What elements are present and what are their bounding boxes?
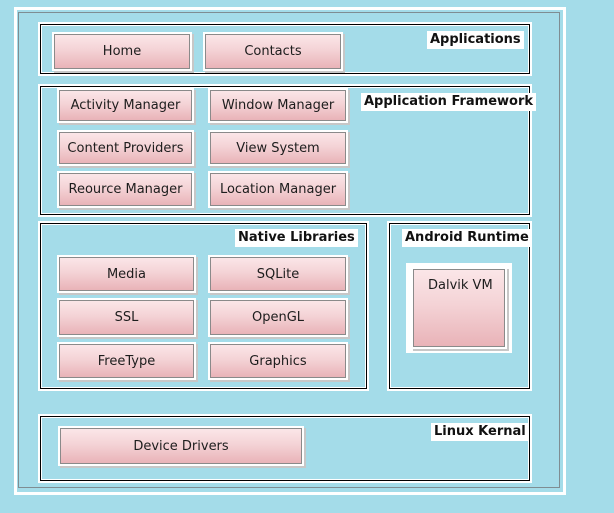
linux-kernel-label: Linux Kernal [431,423,529,441]
location-manager-box: Location Manager [210,173,346,206]
home-box: Home [54,34,190,69]
sqlite-box: SQLite [210,257,346,291]
view-system-box: View System [210,132,346,164]
ssl-box: SSL [59,300,194,335]
device-drivers-box: Device Drivers [60,428,302,464]
window-manager-box: Window Manager [210,90,346,121]
opengl-box: OpenGL [210,300,346,335]
native-libraries-label: Native Libraries [235,229,358,247]
contacts-box: Contacts [205,34,341,69]
application-framework-label: Application Framework [361,93,537,111]
outer-frame-outline [18,12,560,488]
content-providers-box: Content Providers [59,132,192,164]
resource-manager-box: Reource Manager [59,173,192,206]
graphics-box: Graphics [210,344,346,378]
android-runtime-label: Android Runtime [402,229,532,247]
media-box: Media [59,257,194,291]
dalvik-vm-box: Dalvik VM [413,269,505,347]
outer-frame [14,7,566,495]
activity-manager-box: Activity Manager [59,90,192,121]
freetype-box: FreeType [59,344,194,378]
applications-label: Applications [427,31,524,49]
